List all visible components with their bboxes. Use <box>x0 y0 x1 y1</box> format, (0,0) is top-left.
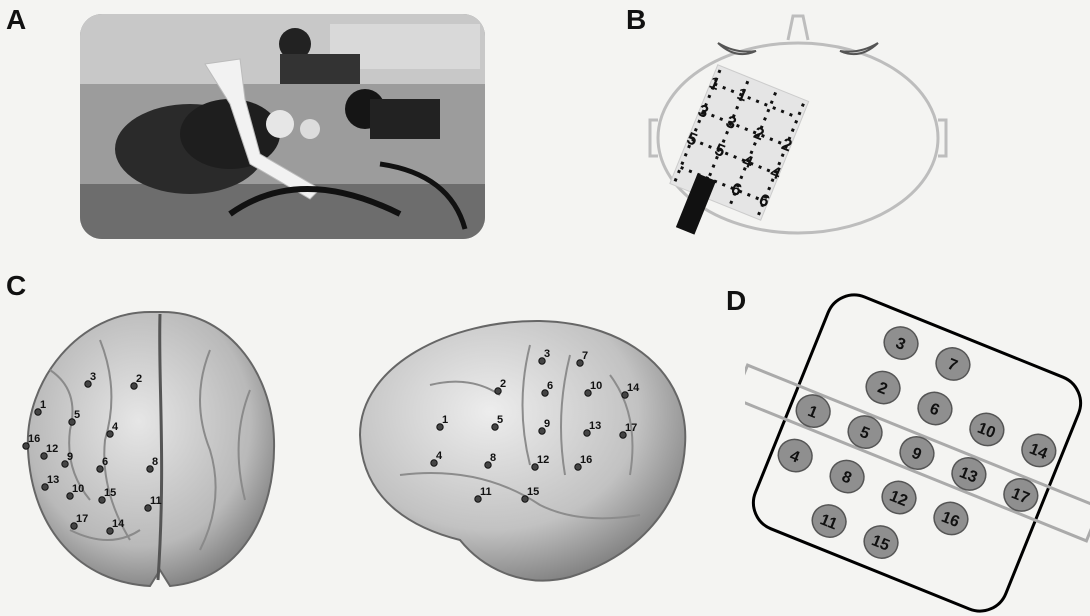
site-top-label: 5 <box>74 409 80 421</box>
site-lateral-label: 15 <box>527 486 539 498</box>
site-lateral-label: 11 <box>480 486 492 498</box>
experimental-setup-photo <box>80 14 485 239</box>
site-lateral-label: 4 <box>436 450 443 462</box>
site-lateral-label: 7 <box>582 350 588 362</box>
site-lateral-label: 1 <box>442 414 448 426</box>
brain-top-surface <box>28 312 274 586</box>
site-lateral-label: 8 <box>490 452 496 464</box>
site-top-label: 10 <box>72 483 84 495</box>
site-top-label: 13 <box>47 474 59 486</box>
site-lateral-label: 9 <box>544 418 550 430</box>
brain-lateral-surface <box>360 321 685 581</box>
site-lateral-label: 12 <box>537 454 549 466</box>
site-lateral-label: 14 <box>627 382 640 394</box>
electrode-layout: 3726101415913174812161115 <box>745 290 1090 616</box>
site-top-label: 15 <box>104 487 116 499</box>
site-top-label: 14 <box>112 518 125 530</box>
site-lateral-label: 3 <box>544 348 550 360</box>
nose-outline <box>788 16 808 40</box>
site-lateral-label: 17 <box>625 422 637 434</box>
site-top-label: 1 <box>40 399 46 411</box>
site-top-label: 17 <box>76 513 88 525</box>
site-lateral-label: 13 <box>589 420 601 432</box>
site-lateral-label: 6 <box>547 380 553 392</box>
site-top-label: 8 <box>152 456 158 468</box>
site-lateral-label: 10 <box>590 380 602 392</box>
site-top-label: 11 <box>150 495 162 507</box>
site-lateral-label: 16 <box>580 454 592 466</box>
site-top-label: 2 <box>136 373 142 385</box>
panel-label-a: A <box>6 4 26 36</box>
site-top-label: 12 <box>46 443 58 455</box>
photo-illustration <box>80 14 485 239</box>
site-top-label: 6 <box>102 456 108 468</box>
site-lateral-label: 5 <box>497 414 503 426</box>
site-top-label: 3 <box>90 371 96 383</box>
site-top-label: 4 <box>112 421 119 433</box>
panel-label-c: C <box>6 270 26 302</box>
site-top-label: 16 <box>28 433 40 445</box>
site-lateral-label: 2 <box>500 378 506 390</box>
site-top-label: 9 <box>67 451 73 463</box>
panel-label-d: D <box>726 285 746 317</box>
